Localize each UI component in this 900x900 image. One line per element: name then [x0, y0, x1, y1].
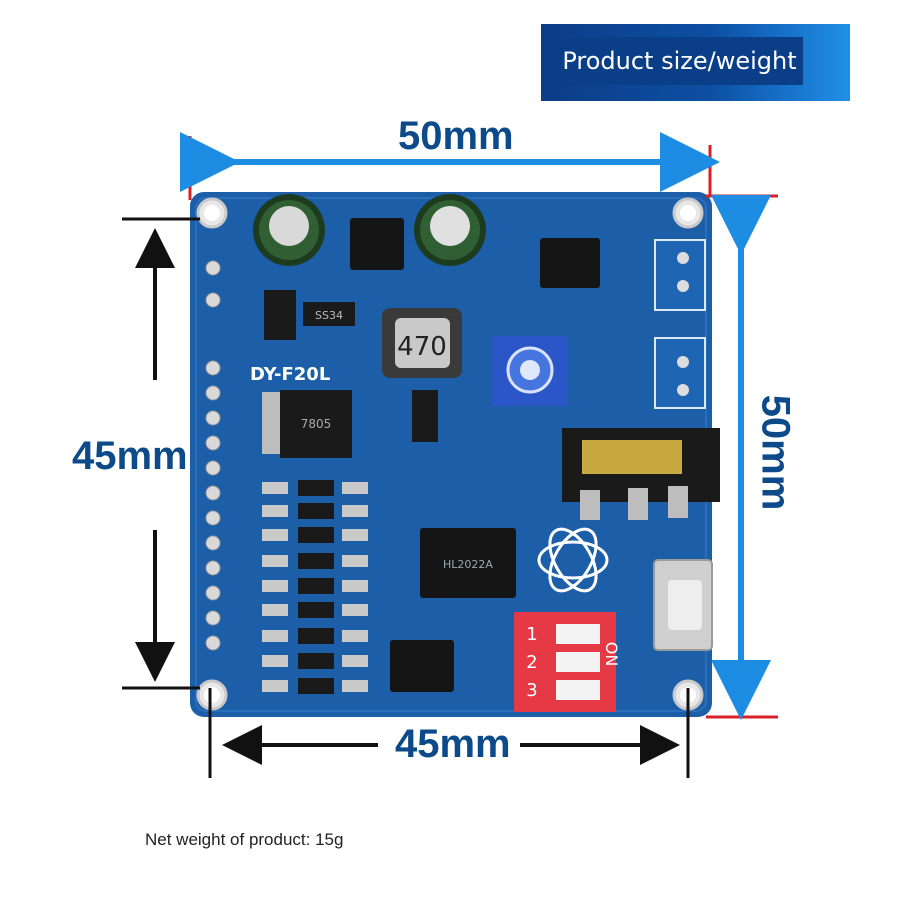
- pin-header: [205, 260, 221, 651]
- board-model-label: DY-F20L: [250, 364, 330, 385]
- audio-jack: [562, 428, 720, 520]
- ic-chip-bottom: [390, 640, 454, 692]
- logo-icon: [537, 527, 609, 593]
- smd-resistors: [262, 482, 368, 692]
- hole-spacing-markers: [122, 217, 690, 778]
- voltage-regulator: 7805: [262, 390, 352, 458]
- ic-chip-main: [420, 528, 516, 598]
- potentiometer: [492, 336, 568, 406]
- pcb-board: HL2022A 470 SS34 7805 DY-F20L: [190, 192, 720, 717]
- diode-3: [264, 290, 296, 340]
- diode-1-label: SS34: [315, 309, 343, 322]
- height-label: 50mm: [753, 394, 798, 511]
- width-label: 50mm: [398, 114, 514, 158]
- left-spacing-label: 45mm: [72, 434, 188, 478]
- ic-chip-opamp: [540, 238, 600, 288]
- svg-text:ON: ON: [602, 642, 621, 667]
- svg-text:2: 2: [526, 652, 537, 673]
- svg-text:1: 1: [526, 624, 537, 645]
- capacitor-left: [253, 194, 325, 266]
- smd-components: [298, 480, 334, 694]
- svg-text:7805: 7805: [301, 417, 332, 431]
- ic-chip-top: [350, 218, 404, 270]
- micro-usb-port: [653, 559, 713, 651]
- diode-1: [303, 302, 355, 326]
- svg-text:3: 3: [526, 680, 537, 701]
- page-title: Product size/weight: [556, 37, 803, 85]
- inductor: 470: [382, 308, 462, 378]
- net-weight-text: Net weight of product: 15g: [145, 830, 344, 849]
- diode-2: [412, 390, 438, 442]
- bottom-spacing-label: 45mm: [395, 722, 511, 766]
- ic-label: HL2022A: [443, 558, 493, 571]
- inductor-label: 470: [397, 332, 447, 362]
- capacitor-right: [414, 194, 486, 266]
- dip-switch: 1 2 3 ON: [514, 612, 621, 712]
- terminal-block: [654, 239, 706, 409]
